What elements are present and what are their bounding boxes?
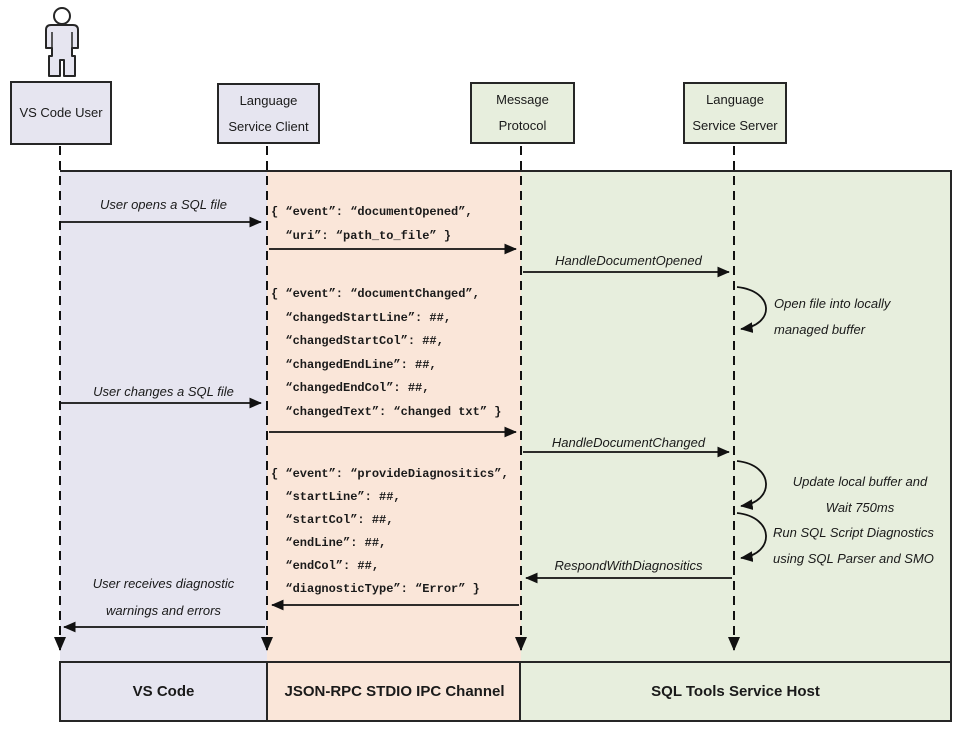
payload-document-changed: { “event”: “documentChanged”, “changedSt… bbox=[271, 287, 502, 419]
footer-box-vscode: VS Code bbox=[59, 661, 268, 722]
swimlanes bbox=[60, 170, 952, 662]
actor-label-protocol: Message Protocol bbox=[496, 92, 549, 133]
user-actor-icon bbox=[45, 7, 79, 77]
payload-document-opened: { “event”: “documentOpened”, “uri”: “pat… bbox=[271, 205, 473, 243]
annotation-run-diagnostics: Run SQL Script Diagnostics using SQL Par… bbox=[773, 525, 934, 566]
footer-label-vscode: VS Code bbox=[132, 683, 195, 700]
footer-box-ipc-channel: JSON-RPC STDIO IPC Channel bbox=[266, 661, 523, 722]
label-user-receives-diagnostics: User receives diagnostic warnings and er… bbox=[92, 576, 235, 618]
label-handle-document-opened: HandleDocumentOpened bbox=[555, 253, 702, 268]
actor-label-server: Language Service Server bbox=[692, 92, 778, 133]
actor-box-protocol: Message Protocol bbox=[470, 82, 575, 144]
actor-box-server: Language Service Server bbox=[683, 82, 787, 144]
label-respond-with-diagnostics: RespondWithDiagnositics bbox=[554, 558, 703, 573]
footer-label-service-host: SQL Tools Service Host bbox=[651, 683, 820, 700]
lane-vscode bbox=[60, 172, 267, 662]
payload-provide-diagnostics: { “event”: “provideDiagnositics”, “start… bbox=[271, 467, 509, 596]
actor-box-client: Language Service Client bbox=[217, 83, 320, 144]
lane-ipc-channel bbox=[267, 172, 521, 662]
footer-label-ipc-channel: JSON-RPC STDIO IPC Channel bbox=[284, 683, 505, 700]
footer-box-service-host: SQL Tools Service Host bbox=[519, 661, 952, 722]
lane-service-host bbox=[521, 172, 950, 662]
label-handle-document-changed: HandleDocumentChanged bbox=[551, 435, 706, 450]
actor-label-client: Language Service Client bbox=[228, 92, 309, 134]
annotation-update-buffer: Update local buffer and Wait 750ms bbox=[792, 474, 928, 515]
annotation-open-buffer: Open file into locally managed buffer bbox=[774, 296, 891, 337]
actor-box-user: VS Code User bbox=[10, 81, 112, 145]
label-user-opens-file: User opens a SQL file bbox=[100, 197, 227, 212]
actor-label-user: VS Code User bbox=[19, 105, 103, 120]
label-user-changes-file: User changes a SQL file bbox=[93, 384, 234, 399]
